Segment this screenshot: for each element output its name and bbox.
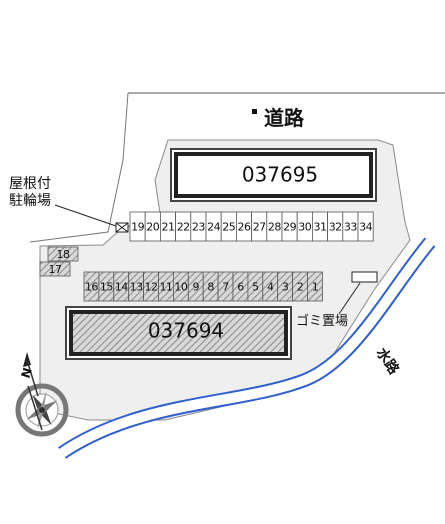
parking-slot: 24 [205,211,222,242]
parking-slot: 20 [144,211,161,242]
parking-slot-number: 16 [85,281,98,294]
parking-slot: 31 [311,211,328,242]
bicycle-parking-marker-x2 [115,222,129,233]
bicycle-parking-label-line2: 駐輪場 [9,192,51,209]
road-label: 道路 [264,106,305,130]
parking-slot-number: 7 [222,281,229,294]
parking-slot-number: 14 [115,281,128,294]
parking-slot: 32 [327,211,344,242]
parking-slot-number: 25 [222,221,235,234]
parking-slot-number: 24 [207,221,220,234]
parking-slot-number: 4 [267,281,274,294]
parking-slot-number: 21 [162,221,175,234]
compass-arrow-head-icon [23,352,31,367]
parking-slot: 17 [39,261,71,277]
building-id: 037694 [148,319,224,343]
river-channel [59,238,434,458]
parking-slot: 1 [307,271,323,302]
parking-slot-number: 2 [297,281,304,294]
parking-slot-number: 15 [100,281,113,294]
parking-slot: 18 [47,246,79,262]
bicycle-parking-label-line1: 屋根付 [9,176,51,192]
parking-slot-number: 32 [329,221,342,234]
parking-slot: 10 [172,271,189,302]
parking-slot-number: 23 [192,221,205,234]
parking-slot: 13 [128,271,144,302]
parking-slot-number: 26 [238,221,251,234]
parking-slot: 6 [232,271,249,302]
parking-slot-number: 30 [298,221,311,234]
parking-slot-number: 5 [252,281,259,294]
parking-slot: 3 [277,271,294,302]
parking-slot-number: 27 [253,221,266,234]
parking-slot-number: 29 [283,221,296,234]
garbage-area-marker [351,271,378,283]
parking-slot: 27 [251,211,268,242]
parking-slot-number: 28 [268,221,281,234]
parking-slot: 15 [98,271,115,302]
parking-slot: 7 [217,271,234,302]
boundary-line [29,92,129,243]
building-id: 037695 [242,163,318,187]
parking-slot: 34 [357,211,374,242]
parking-slot: 23 [190,211,207,242]
parking-slot: 33 [342,211,359,242]
parking-slot-number: 8 [207,281,214,294]
parking-slot: 21 [159,211,176,242]
parking-slot-number: 33 [344,221,357,234]
parking-slot: 29 [281,211,298,242]
parking-slot-number: 9 [193,281,200,294]
parking-slot: 8 [202,271,219,302]
bicycle-parking-leader [54,204,117,227]
parking-slot-number: 1 [312,281,319,294]
parking-slot: 19 [129,211,146,242]
parking-slot-number: 6 [237,281,244,294]
compass-north-label: N [19,366,35,380]
building-037694: 037694 [65,306,292,360]
garbage-area-label: ゴミ置場 [296,313,348,329]
parking-slot-number: 10 [174,281,187,294]
parking-slot: 28 [266,211,283,242]
parking-slot-number: 13 [130,281,143,294]
building-037695: 037695 [170,148,377,202]
parking-slot: 14 [113,271,130,302]
parking-slot: 2 [292,271,308,302]
parking-slot-number: 3 [282,281,289,294]
parking-slot-number: 22 [177,221,190,234]
parking-slot-number: 34 [359,221,372,234]
parking-slot: 26 [235,211,252,242]
parking-slot: 9 [187,271,204,302]
parking-slot-number: 17 [49,263,62,276]
parking-slot-number: 11 [159,281,172,294]
parking-slot: 4 [262,271,279,302]
parking-slot: 11 [158,271,174,302]
parking-slot-number: 19 [131,221,144,234]
parking-slot-number: 12 [145,281,158,294]
parking-slot: 22 [175,211,192,242]
parking-slot-number: 20 [146,221,159,234]
road-label-marker [252,109,257,114]
parking-slot: 12 [143,271,159,302]
parking-slot-number: 31 [314,221,327,234]
compass-rose [15,383,69,437]
parking-slot: 30 [296,211,313,242]
parking-slot: 25 [220,211,237,242]
garbage-area-leader [338,282,361,315]
river-label: 水路 [373,345,403,379]
parking-slot: 16 [83,271,100,302]
compass-north-arrow [27,385,43,431]
parking-slot-number: 18 [57,248,70,261]
parking-slot: 5 [247,271,264,302]
compass-arrow-shaft [26,359,39,397]
